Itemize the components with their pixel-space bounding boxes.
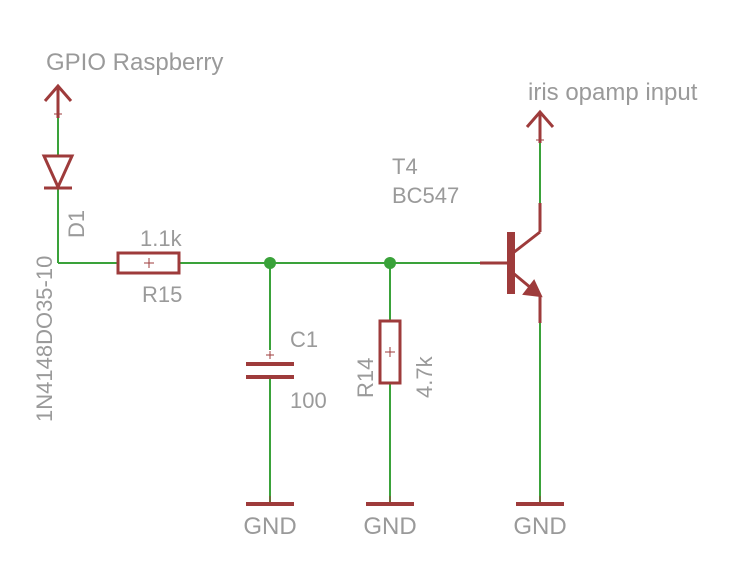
c1-name-label: C1 bbox=[290, 327, 318, 352]
gnd-symbol bbox=[516, 496, 564, 506]
c1-value-label: 100 bbox=[290, 388, 327, 413]
diode-d1-symbol bbox=[41, 154, 75, 191]
gnd-symbol bbox=[246, 496, 294, 506]
d1-name-label: D1 bbox=[64, 210, 89, 238]
resistor-r15-symbol bbox=[116, 251, 181, 275]
t4-value-label: BC547 bbox=[392, 183, 459, 208]
r15-name-label: R15 bbox=[142, 282, 182, 307]
gpio-supply-symbol bbox=[43, 83, 73, 118]
gnd-label: GND bbox=[363, 513, 416, 540]
t4-name-label: T4 bbox=[392, 154, 418, 179]
gnd-label: GND bbox=[513, 513, 566, 540]
resistor-r14-symbol bbox=[378, 319, 402, 385]
r14-name-label: R14 bbox=[353, 358, 378, 398]
transistor-t4-symbol bbox=[480, 203, 543, 323]
junction-dot bbox=[264, 257, 276, 269]
iris-output-symbol bbox=[525, 109, 555, 143]
d1-value-label: 1N4148DO35-10 bbox=[32, 256, 57, 422]
r14-value-label: 4.7k bbox=[412, 355, 437, 398]
capacitor-c1-symbol bbox=[246, 351, 294, 379]
gnd-label: GND bbox=[243, 513, 296, 540]
gnd-symbol bbox=[366, 496, 414, 506]
iris-opamp-label: iris opamp input bbox=[528, 79, 698, 106]
wires bbox=[57, 118, 541, 502]
junction-dot bbox=[384, 257, 396, 269]
r15-value-label: 1.1k bbox=[140, 226, 183, 251]
gpio-label: GPIO Raspberry bbox=[46, 49, 223, 76]
